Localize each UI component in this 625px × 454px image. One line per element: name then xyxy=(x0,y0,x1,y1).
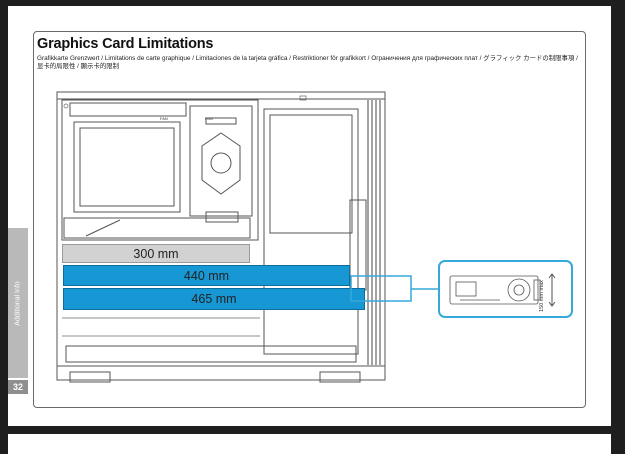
case-outline xyxy=(56,91,386,381)
height-dimension: 150 mm max xyxy=(537,276,547,316)
fan-label-left: FAN xyxy=(160,116,168,121)
fan-label-right: FAN xyxy=(205,116,213,121)
gpu-connector xyxy=(205,211,239,223)
gpu-height-callout xyxy=(438,260,573,318)
fan-bracket xyxy=(189,105,253,217)
psu-shroud xyxy=(65,345,357,363)
document-page xyxy=(8,6,611,426)
side-tab: Additional Info xyxy=(8,228,28,378)
gpu-side-view-icon xyxy=(449,273,556,307)
page-title: Graphics Card Limitations xyxy=(37,36,214,52)
drive-bay xyxy=(79,127,175,207)
fan-hub xyxy=(210,152,232,174)
fan-header xyxy=(205,117,237,125)
drive-cage-top xyxy=(69,102,187,117)
content-frame xyxy=(33,31,586,408)
card-length-440: 440 mm xyxy=(63,265,350,286)
gpu-body xyxy=(63,217,251,239)
card-length-465: 465 mm xyxy=(63,288,365,310)
next-document-page xyxy=(8,434,611,454)
drive-cage xyxy=(73,121,181,213)
case-interior xyxy=(61,99,259,241)
page-number: 32 xyxy=(8,380,28,394)
page-top-mark: • xyxy=(293,0,296,3)
right-foot xyxy=(319,371,361,383)
left-foot xyxy=(69,371,111,383)
front-vent-slots xyxy=(367,100,381,365)
small-details xyxy=(62,95,307,337)
psu-area xyxy=(269,114,353,234)
fan-hexagon xyxy=(201,132,241,195)
gpu-detail xyxy=(85,219,121,237)
card-length-300: 300 mm xyxy=(62,244,250,263)
height-label: 150 mm max xyxy=(539,280,546,312)
page-subtitle: Grafikkarte Grenzwert / Limitations de c… xyxy=(37,55,578,71)
motherboard-tray xyxy=(263,108,359,355)
